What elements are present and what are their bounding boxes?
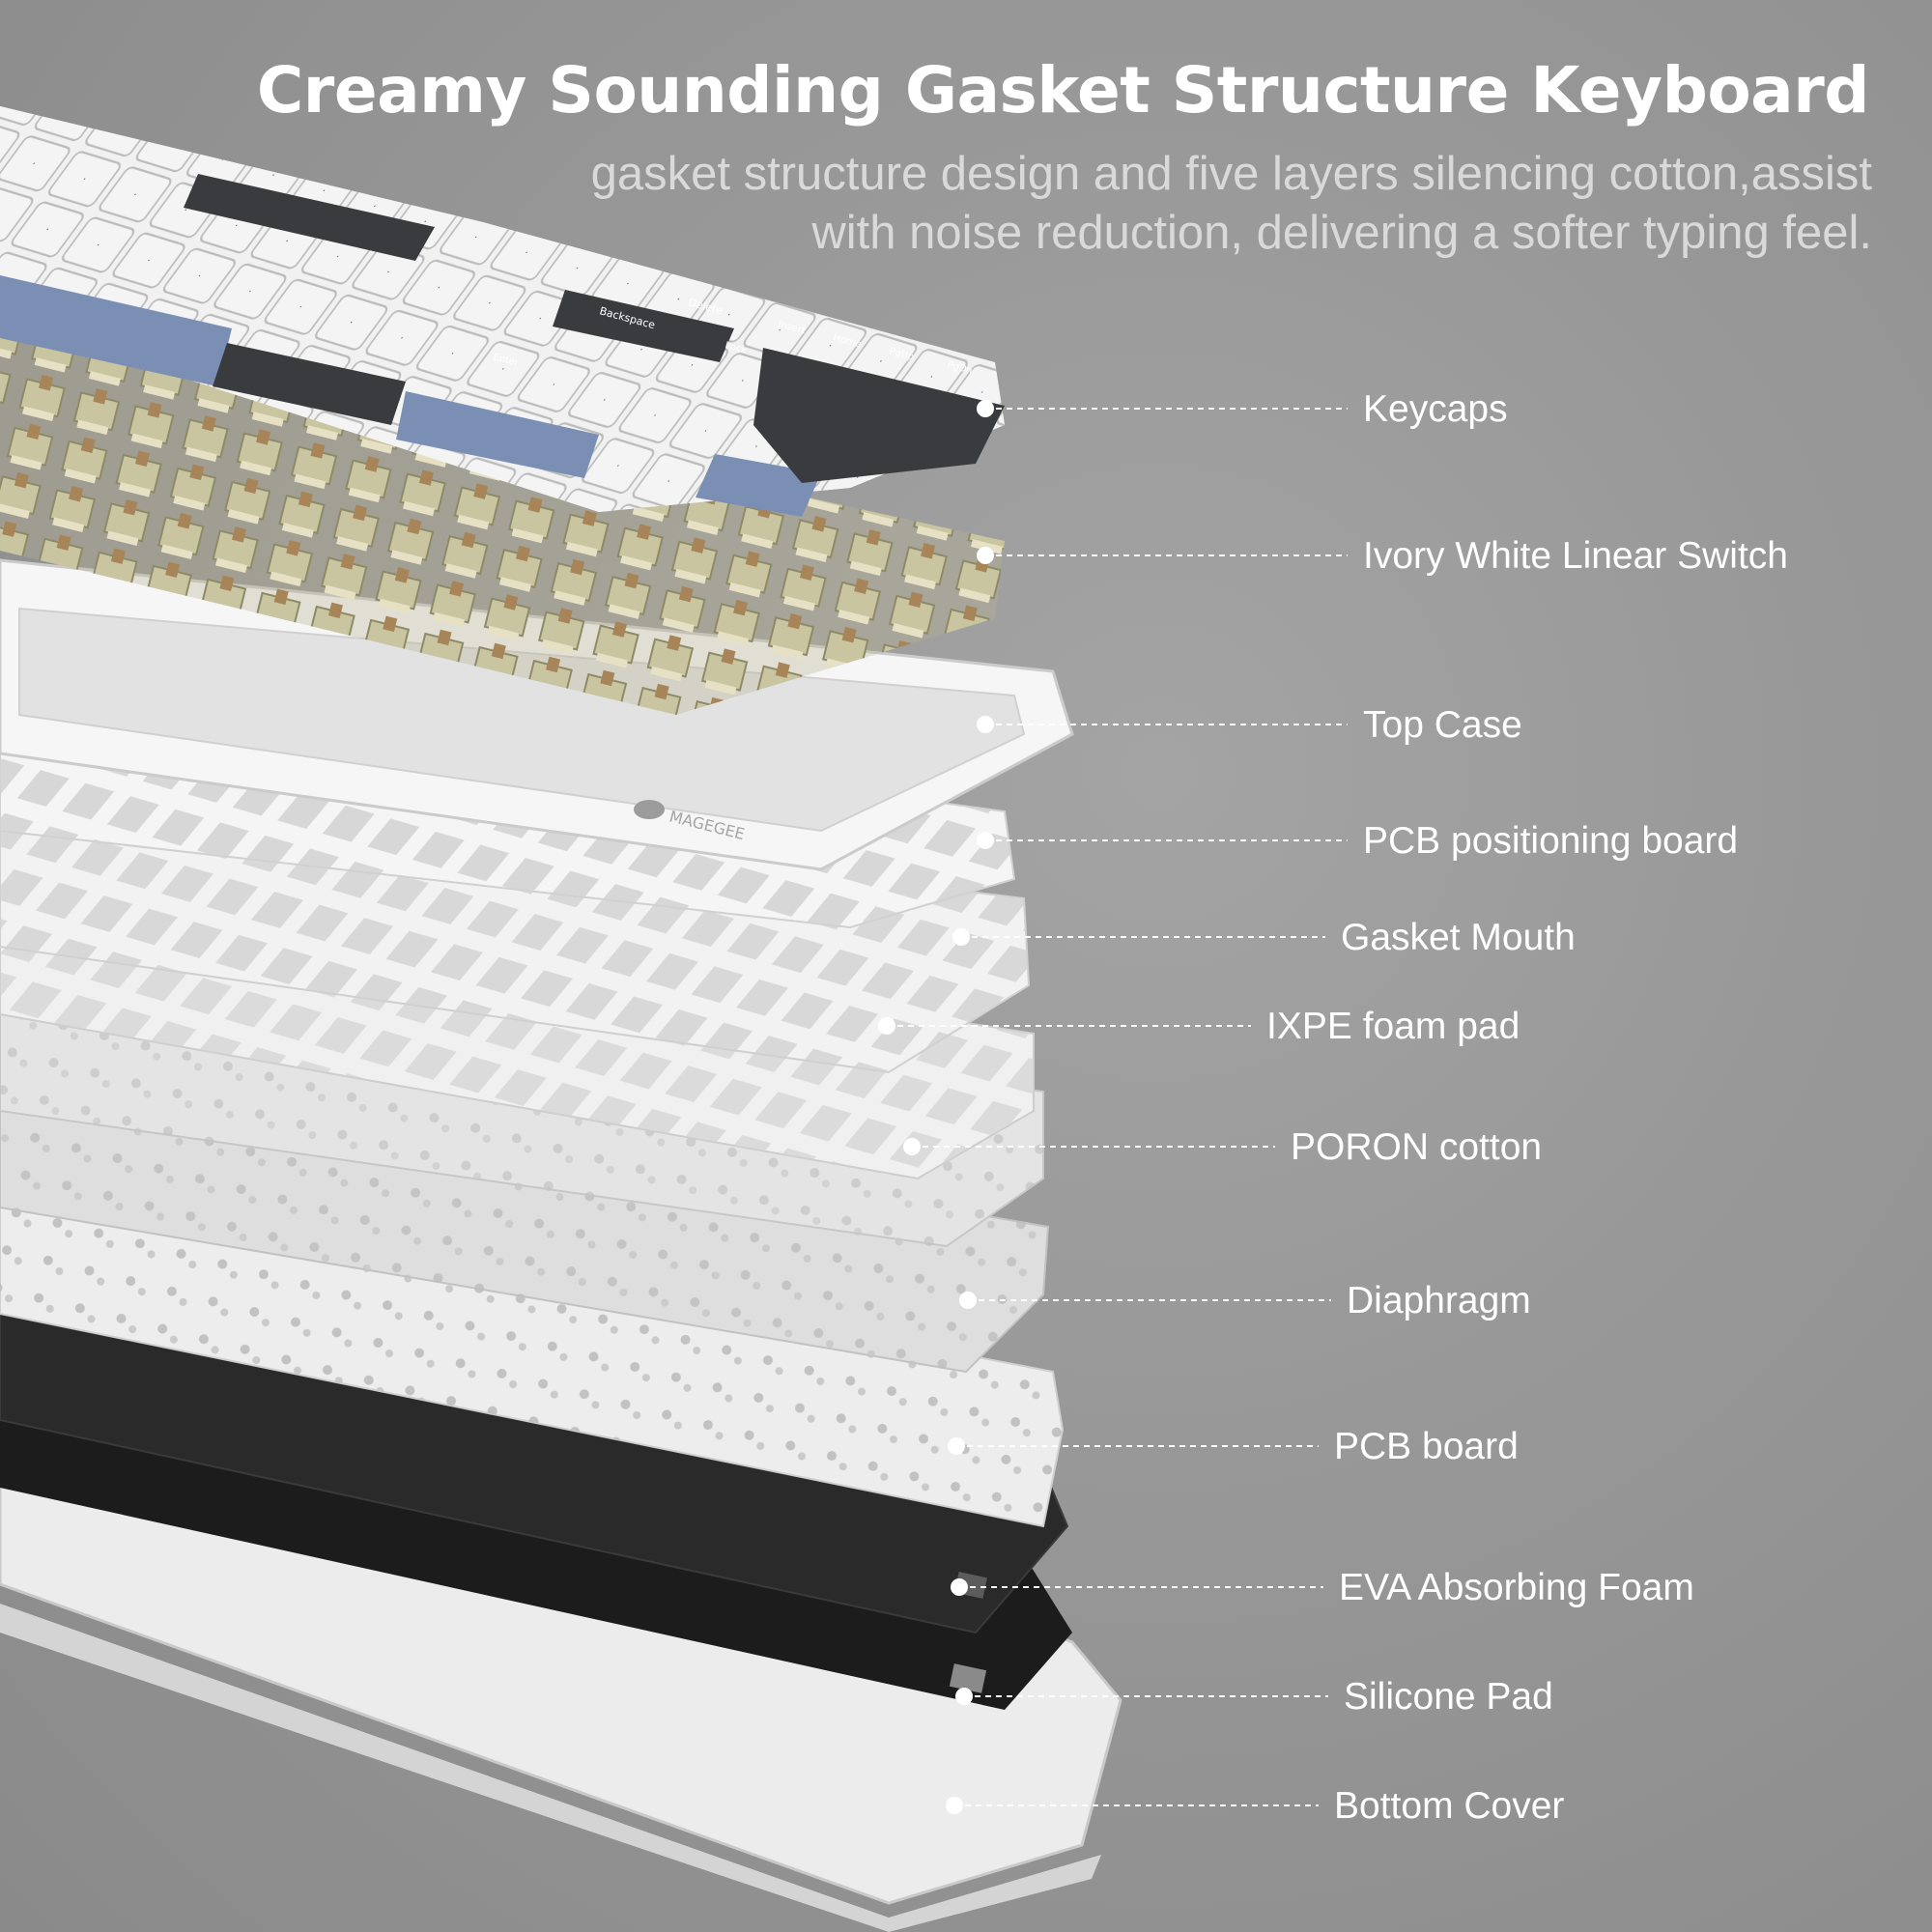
leader-dot-eva (951, 1578, 968, 1596)
label-pcb: PCB board (1334, 1426, 1519, 1467)
label-bottom-cover: Bottom Cover (1334, 1785, 1565, 1827)
label-diaphragm: Diaphragm (1347, 1280, 1531, 1321)
label-top-case: Top Case (1363, 704, 1522, 746)
leader-dots (878, 400, 994, 1814)
leader-dot-pcb (948, 1437, 965, 1455)
leader-dot-bottom-cover (946, 1797, 963, 1814)
leader-dot-pcb-positioning (977, 832, 994, 849)
leader-lines (887, 408, 1348, 1806)
subtitle-line-1: gasket structure design and five layers … (590, 148, 1872, 200)
label-poron: PORON cotton (1291, 1126, 1543, 1168)
leader-dot-ixpe (878, 1017, 895, 1035)
label-pcb-positioning: PCB positioning board (1363, 820, 1739, 862)
page-subtitle: gasket structure design and five layers … (423, 145, 1872, 263)
leader-dot-keycaps (977, 400, 994, 417)
page-title: Creamy Sounding Gasket Structure Keyboar… (256, 53, 1870, 128)
subtitle-line-2: with noise reduction, delivering a softe… (811, 207, 1872, 259)
leader-dot-diaphragm (959, 1292, 977, 1309)
label-eva: EVA Absorbing Foam (1339, 1567, 1694, 1608)
leader-dot-silicone (955, 1688, 973, 1705)
leader-dot-gasket-mouth (952, 928, 970, 946)
label-keycaps: Keycaps (1363, 388, 1508, 430)
label-switch: Ivory White Linear Switch (1363, 535, 1788, 577)
leader-dot-poron (903, 1138, 921, 1155)
label-silicone: Silicone Pad (1344, 1676, 1553, 1718)
leader-dot-top-case (977, 716, 994, 733)
label-ixpe: IXPE foam pad (1266, 1006, 1520, 1047)
label-gasket-mouth: Gasket Mouth (1341, 917, 1576, 958)
brand-logo-icon (634, 800, 665, 819)
leader-dot-switch (977, 547, 994, 564)
